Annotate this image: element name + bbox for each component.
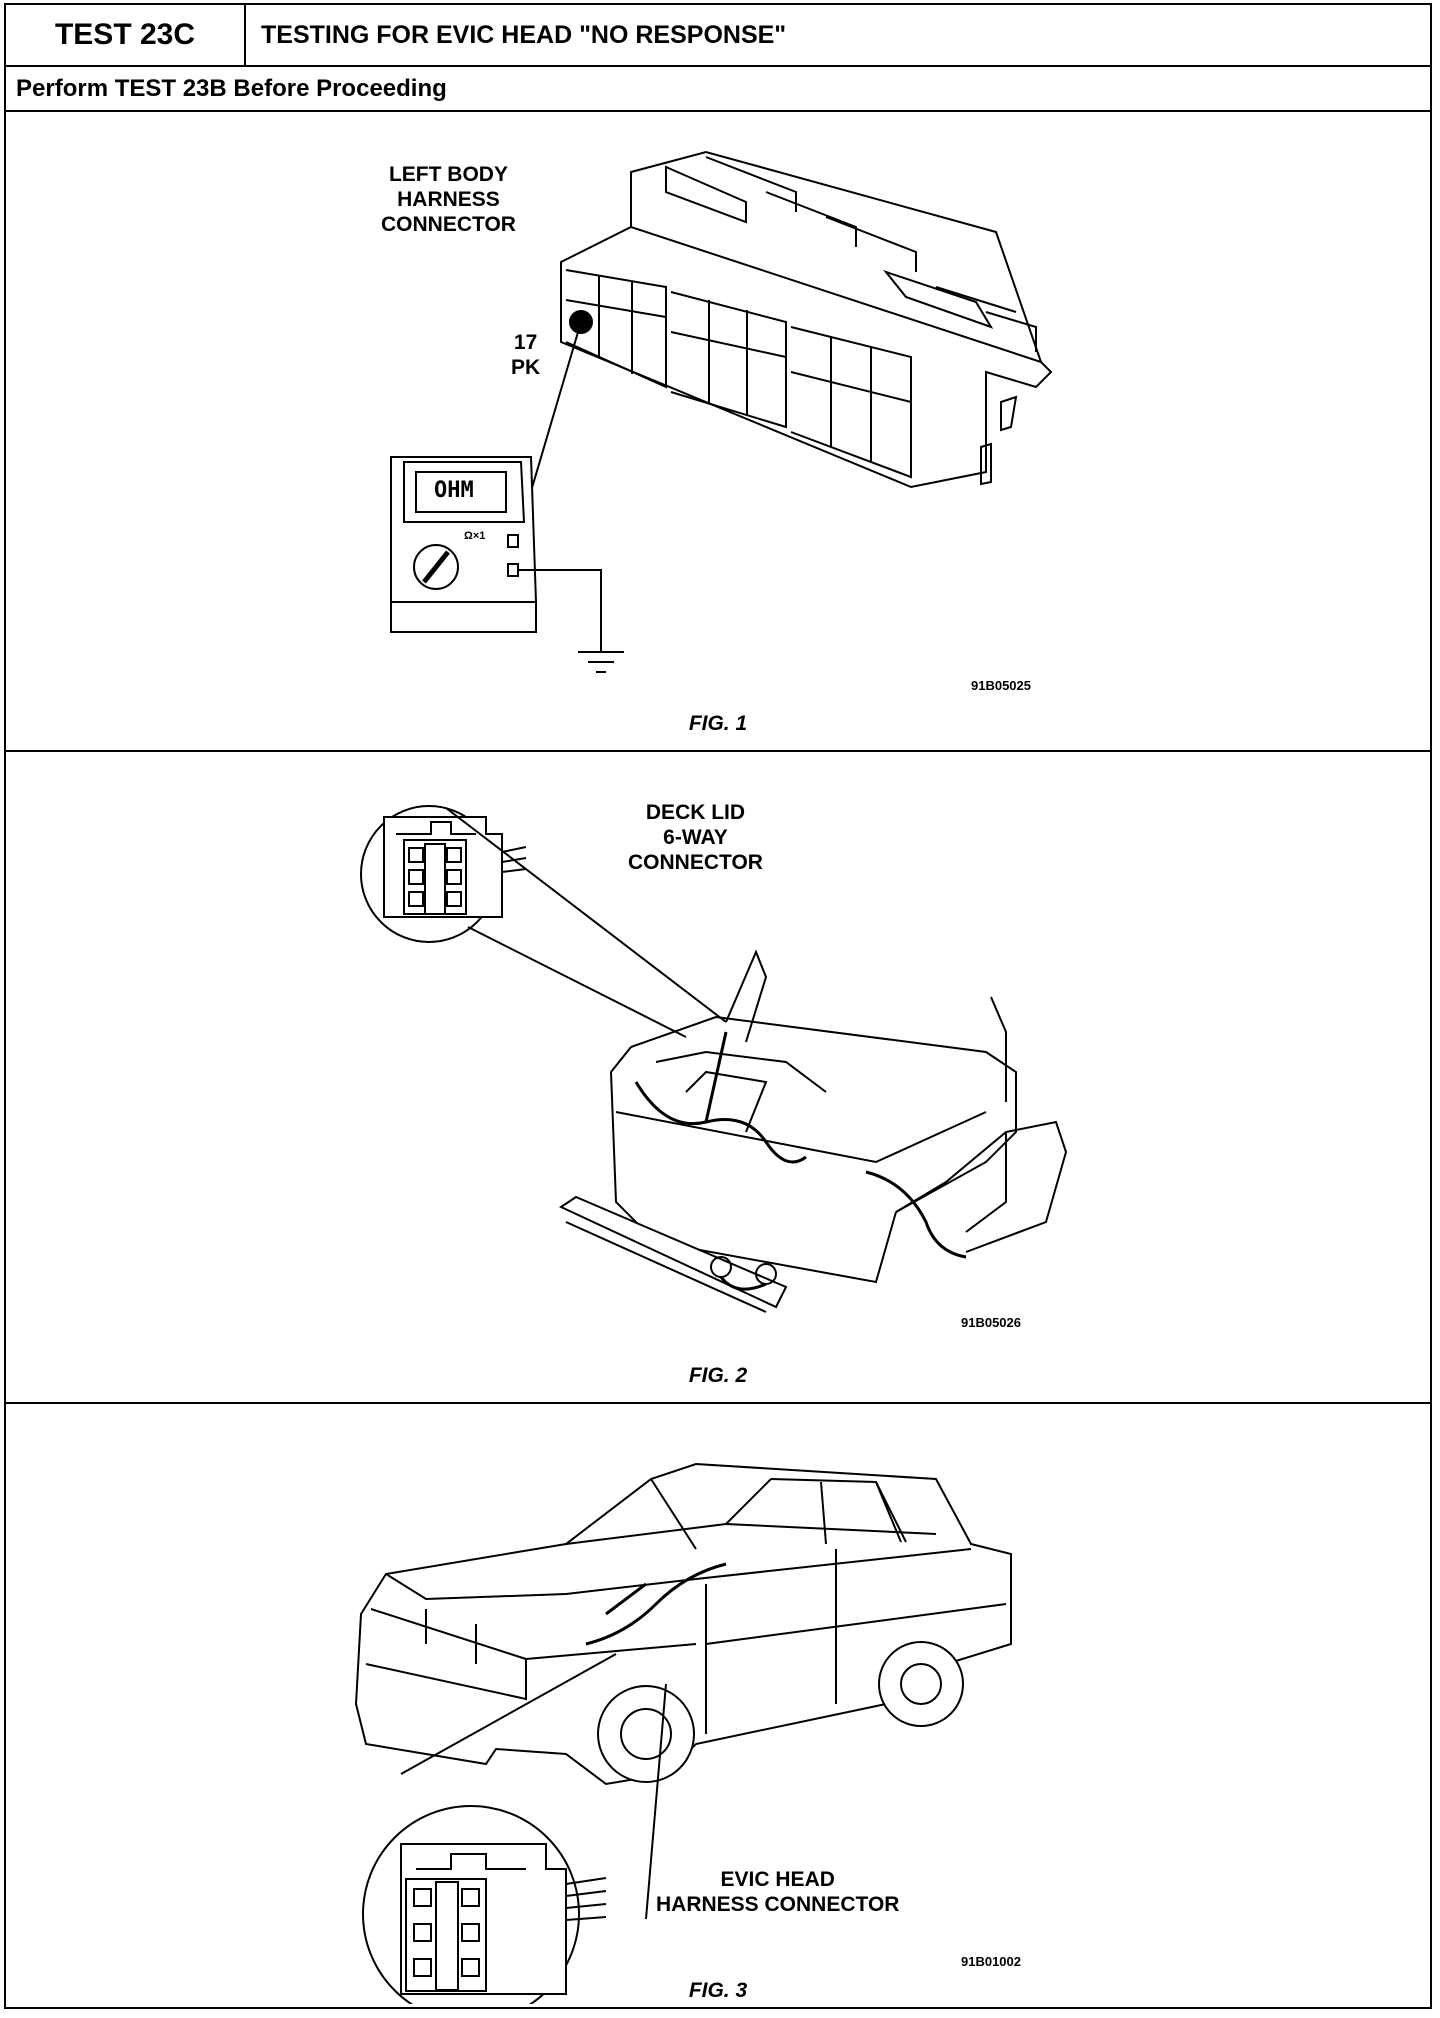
meter-display: OHM <box>434 478 474 503</box>
connector-label: DECK LID 6-WAY CONNECTOR <box>628 800 763 875</box>
label-line-3: CONNECTOR <box>628 851 763 874</box>
label-line-2: 6-WAY <box>663 826 728 849</box>
figure-1-illustration <box>390 150 1053 673</box>
figure-caption: FIG. 1 <box>688 712 748 735</box>
figure-3-panel: EVIC HEAD HARNESS CONNECTOR 91B01002 FIG… <box>6 1404 1430 2007</box>
label-line-2: HARNESS <box>397 188 500 211</box>
label-line-1: EVIC HEAD <box>720 1868 835 1891</box>
figure-code: 91B01002 <box>961 1954 1021 1969</box>
label-line-3: CONNECTOR <box>381 213 516 236</box>
connector-label: LEFT BODY HARNESS CONNECTOR <box>381 162 516 237</box>
test-id: TEST 23C <box>6 5 246 65</box>
pin-color: PK <box>511 356 541 379</box>
header-row: TEST 23C TESTING FOR EVIC HEAD "NO RESPO… <box>6 5 1430 67</box>
prerequisite-note: Perform TEST 23B Before Proceeding <box>6 67 1430 112</box>
connector-label: EVIC HEAD HARNESS CONNECTOR <box>656 1867 899 1917</box>
pin-label: 17 PK <box>511 330 540 380</box>
figure-2-illustration <box>360 805 1068 1313</box>
figure-1-panel: LEFT BODY HARNESS CONNECTOR 17 PK OHM Ω×… <box>6 112 1430 752</box>
figure-2-panel: DECK LID 6-WAY CONNECTOR 91B05026 FIG. 2 <box>6 752 1430 1404</box>
figure-code: 91B05025 <box>971 678 1031 693</box>
label-line-2: HARNESS CONNECTOR <box>656 1893 900 1916</box>
test-procedure-sheet: TEST 23C TESTING FOR EVIC HEAD "NO RESPO… <box>4 3 1432 2009</box>
figure-3-illustration <box>354 1462 1012 2004</box>
figure-caption: FIG. 3 <box>688 1979 748 2002</box>
figure-code: 91B05026 <box>961 1315 1021 1330</box>
label-line-1: LEFT BODY <box>388 163 508 186</box>
figure-caption: FIG. 2 <box>688 1364 748 1387</box>
label-line-1: DECK LID <box>645 801 746 824</box>
pin-number: 17 <box>513 331 538 354</box>
meter-range: Ω×1 <box>464 530 486 542</box>
test-title: TESTING FOR EVIC HEAD "NO RESPONSE" <box>261 20 787 49</box>
